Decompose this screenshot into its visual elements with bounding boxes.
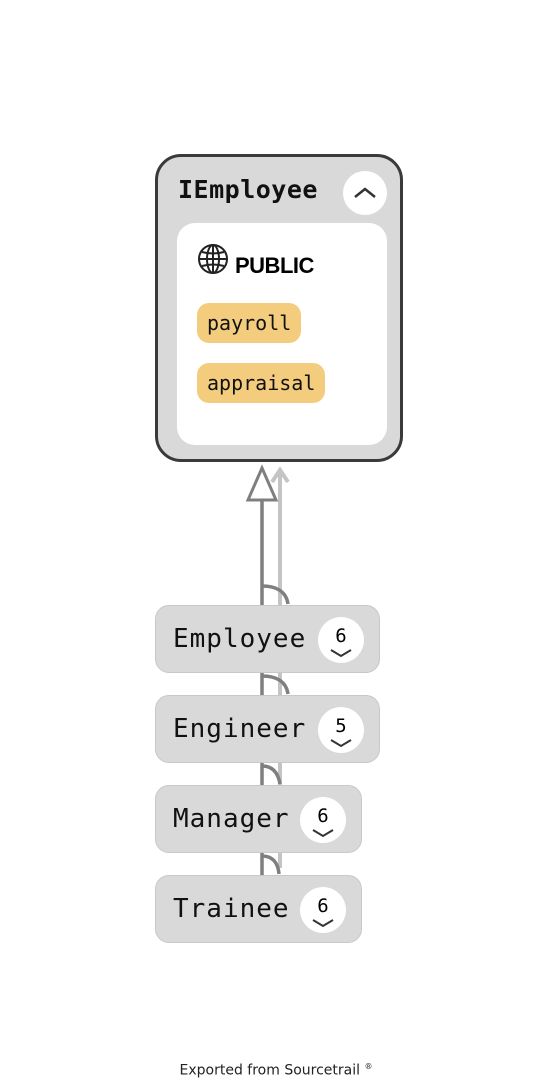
registered-mark: ® bbox=[364, 1062, 373, 1071]
class-node-engineer[interactable]: Engineer 5 bbox=[155, 695, 380, 763]
class-node-trainee[interactable]: Trainee 6 bbox=[155, 875, 362, 943]
expand-count-button[interactable]: 5 bbox=[318, 707, 364, 753]
class-name: Trainee bbox=[173, 894, 290, 924]
expand-count-button[interactable]: 6 bbox=[318, 617, 364, 663]
class-node-employee[interactable]: Employee 6 bbox=[155, 605, 380, 673]
expand-count-button[interactable]: 6 bbox=[300, 797, 346, 843]
access-label: PUBLIC bbox=[235, 253, 314, 278]
class-name: Engineer bbox=[173, 714, 307, 744]
globe-icon bbox=[198, 244, 228, 274]
members-panel: PUBLIC payroll appraisal bbox=[177, 223, 387, 445]
class-name: Manager bbox=[173, 804, 290, 834]
member-appraisal[interactable]: appraisal bbox=[197, 363, 326, 403]
class-node-manager[interactable]: Manager 6 bbox=[155, 785, 362, 853]
footer-text: Exported from Sourcetrail bbox=[179, 1062, 361, 1079]
count-badge: 6 bbox=[317, 895, 329, 917]
chevron-down-icon bbox=[312, 919, 334, 928]
count-badge: 6 bbox=[335, 625, 347, 647]
class-name: Employee bbox=[173, 624, 307, 654]
chevron-up-icon bbox=[354, 187, 376, 198]
inheritance-arrowhead bbox=[245, 464, 279, 502]
interface-title: IEmployee bbox=[178, 175, 318, 204]
chevron-down-icon bbox=[330, 649, 352, 658]
interface-node-iemployee[interactable]: IEmployee PUBLIC payroll appraisal bbox=[155, 154, 403, 462]
export-footer: Exported from Sourcetrail ® bbox=[0, 1062, 552, 1079]
count-badge: 6 bbox=[317, 805, 329, 827]
expand-count-button[interactable]: 6 bbox=[300, 887, 346, 933]
chevron-down-icon bbox=[330, 739, 352, 748]
chevron-down-icon bbox=[312, 829, 334, 838]
collapse-button[interactable] bbox=[343, 171, 387, 215]
member-payroll[interactable]: payroll bbox=[197, 303, 302, 343]
count-badge: 5 bbox=[335, 715, 347, 737]
